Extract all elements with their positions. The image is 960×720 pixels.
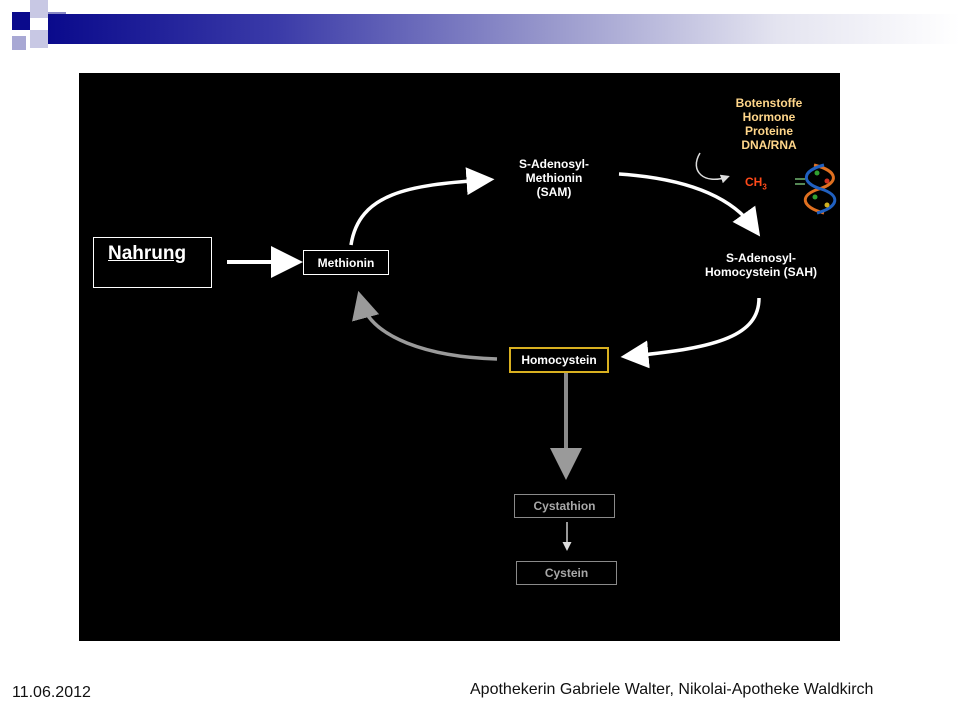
arrow-methyl-transfer — [695, 152, 730, 184]
sam-label: S-Adenosyl- Methionin (SAM) — [494, 157, 614, 199]
arrow-sam-sah — [618, 172, 761, 237]
footer-date: 11.06.2012 — [12, 684, 91, 701]
target-botenstoffe: Botenstoffe — [735, 96, 803, 110]
ch3-text: CH — [745, 175, 763, 189]
nahrung-label: Nahrung — [108, 243, 187, 264]
ch3-label: CH3 — [745, 175, 785, 194]
corner-square-light — [30, 30, 48, 48]
arrow-methionin-sam — [349, 167, 495, 246]
target-hormone: Hormone — [742, 110, 796, 124]
sam-line-3: (SAM) — [536, 185, 572, 199]
sam-line-1: S-Adenosyl- — [518, 157, 589, 171]
ch3-subscript: 3 — [762, 182, 767, 192]
cystein-box: Cystein — [516, 561, 617, 585]
dna-helix-icon — [795, 163, 837, 215]
sah-line-2: Homocystein (SAH) — [704, 265, 817, 279]
methionin-label: Methionin — [317, 255, 375, 270]
arrows-layer — [227, 152, 837, 551]
nahrung-box: Nahrung — [93, 237, 212, 288]
arrow-sah-homocystein — [620, 297, 761, 369]
corner-square-blue — [12, 12, 30, 30]
title-banner — [48, 14, 960, 44]
homocystein-box: Homocystein — [509, 347, 609, 373]
corner-square-light — [30, 0, 48, 18]
footer-author: Apothekerin Gabriele Walter, Nikolai-Apo… — [470, 681, 874, 698]
cystathion-label: Cystathion — [533, 499, 596, 513]
methylation-targets: Botenstoffe Hormone Proteine DNA/RNA — [719, 96, 819, 152]
methionin-box: Methionin — [303, 250, 389, 275]
target-proteine: Proteine — [744, 124, 793, 138]
sah-label: S-Adenosyl- Homocystein (SAH) — [691, 251, 831, 279]
target-dna-rna: DNA/RNA — [741, 138, 797, 152]
sah-line-1: S-Adenosyl- — [725, 251, 796, 265]
arrow-homocystein-methionin — [352, 290, 498, 361]
cystathion-box: Cystathion — [514, 494, 615, 518]
cystein-label: Cystein — [544, 566, 589, 580]
sam-line-2: Methionin — [525, 171, 583, 185]
homocystein-label: Homocystein — [521, 353, 597, 367]
corner-square-mid — [12, 36, 26, 50]
diagram-slide: Nahrung Methionin S-Adenosyl- Methionin … — [79, 73, 840, 641]
